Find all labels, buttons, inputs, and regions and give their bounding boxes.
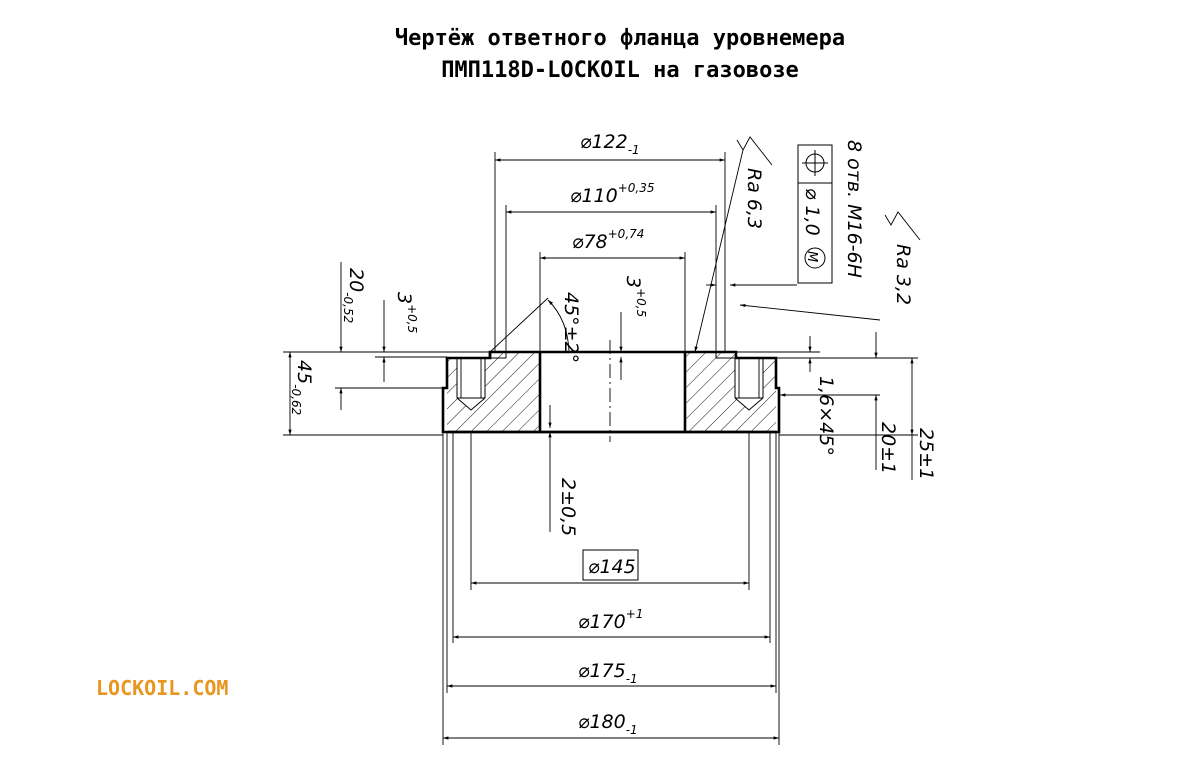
- tolerance-modifier: M: [804, 251, 819, 262]
- dim-h20: 20-0,52: [341, 268, 367, 323]
- dim-175: ⌀175-1: [578, 660, 638, 686]
- drawing-title-line-2: ПМП118D-LOCKOIL на газовозе: [441, 58, 799, 83]
- extension-lines: [283, 152, 918, 745]
- tolerance-diameter: ⌀ 1,0: [801, 188, 823, 236]
- dim-h25-right: 25±1: [915, 428, 937, 480]
- holes-spec: 8 отв. M16-6H: [843, 140, 865, 278]
- roughness-symbols: [736, 136, 921, 241]
- dim-78: ⌀78+0,74: [572, 227, 644, 253]
- reference-dim-frame: [582, 549, 639, 581]
- dim-110: ⌀110+0,35: [570, 181, 655, 207]
- dim-122: ⌀122-1: [580, 131, 640, 157]
- dim-chamfer: 1,6×45°: [815, 376, 837, 456]
- dim-145: ⌀145: [588, 556, 636, 578]
- drawing-title-line-1: Чертёж ответного фланца уровнемера: [394, 26, 846, 51]
- dim-170: ⌀170+1: [578, 607, 643, 633]
- flange-section: [441, 340, 781, 442]
- dim-gap: 2±0,5: [557, 478, 579, 536]
- position-tolerance-frame: [797, 144, 833, 284]
- dim-180: ⌀180-1: [578, 711, 638, 737]
- dimension-lines: [288, 149, 918, 740]
- roughness-ra32: Ra 3,2: [892, 244, 914, 305]
- dim-h20-right: 20±1: [877, 422, 899, 474]
- dim-h45: 45-0,62: [289, 360, 315, 415]
- dim-h3-mid: 3+0,5: [622, 276, 648, 317]
- roughness-ra63: Ra 6,3: [743, 168, 765, 229]
- brand-watermark: LOCKOIL.COM: [96, 676, 229, 700]
- dim-h3-left: 3+0,5: [393, 292, 419, 333]
- dim-angle: 45°±2°: [560, 292, 582, 363]
- dimension-texts: ⌀122-1 ⌀110+0,35 ⌀78+0,74 ⌀145 ⌀170+1 ⌀1…: [289, 131, 937, 737]
